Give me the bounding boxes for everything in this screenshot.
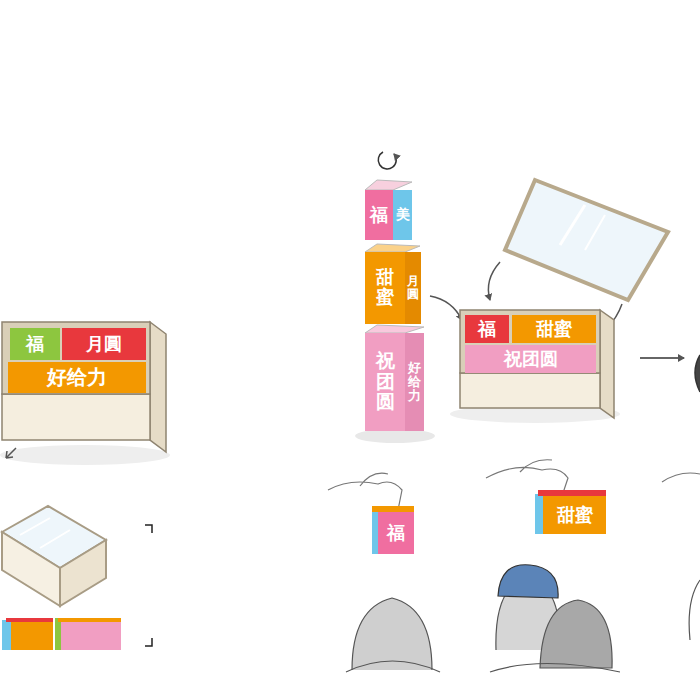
box-top — [460, 310, 600, 373]
shoulders — [490, 664, 620, 673]
block-label: 福 — [478, 317, 496, 341]
head — [540, 600, 612, 668]
bracket — [145, 638, 152, 646]
cut-off-figure — [689, 580, 700, 640]
shadow — [0, 445, 170, 465]
block-label: 甜蜜 — [557, 503, 593, 527]
box-front — [2, 394, 150, 440]
block-label: 甜蜜 — [376, 268, 394, 308]
glass-box-side — [60, 540, 106, 606]
glass-reflection — [560, 205, 585, 245]
block-face: 甜蜜 — [365, 252, 405, 324]
hand-sketch — [662, 473, 700, 482]
box-top — [2, 322, 150, 394]
glass-reflection — [585, 215, 605, 250]
glass-reflection — [20, 518, 50, 535]
block-top — [365, 244, 420, 252]
block-label: 福 — [26, 332, 44, 356]
block-top — [365, 325, 424, 333]
bracket — [145, 525, 152, 533]
block-label: 月圓 — [407, 275, 419, 301]
tile: 甜蜜 — [512, 315, 596, 343]
block-face: 福 — [378, 512, 414, 554]
shadow — [355, 429, 435, 443]
tile: 福 — [465, 315, 509, 343]
block-end — [535, 494, 543, 534]
bar-orange — [11, 622, 53, 650]
bar-pink — [61, 622, 121, 650]
arrow — [640, 357, 684, 359]
glass-lid — [505, 180, 668, 300]
block-label: 月圓 — [86, 332, 122, 356]
block-label: 好给力 — [408, 361, 421, 404]
tile: 好给力 — [8, 362, 146, 393]
box-side — [150, 322, 166, 452]
arrow — [488, 262, 500, 300]
block-label: 美 — [396, 207, 410, 222]
bar-top — [58, 618, 121, 622]
block-side: 月圓 — [405, 252, 421, 324]
bar-top — [6, 618, 53, 622]
block-label: 福 — [370, 203, 388, 227]
cap — [498, 565, 558, 598]
glass-box-front — [2, 532, 60, 606]
box-front — [460, 373, 600, 408]
block-face: 祝团圆 — [365, 333, 405, 431]
tile: 祝团圆 — [465, 345, 596, 373]
hand-sketch — [328, 473, 402, 510]
block-label: 祝团圆 — [504, 347, 558, 371]
arrow — [430, 296, 462, 320]
block-label: 祝团圆 — [376, 351, 395, 414]
shoulders — [346, 661, 440, 672]
block-label: 福 — [387, 521, 405, 545]
block-side: 好给力 — [405, 333, 424, 431]
bar-end — [55, 618, 61, 650]
cut-off-figure — [695, 355, 700, 392]
tile: 月圓 — [62, 328, 146, 360]
cube-top — [365, 180, 412, 190]
head — [352, 598, 432, 670]
block-face: 甜蜜 — [543, 496, 606, 534]
cube-face: 福 — [365, 190, 393, 240]
block-label: 好给力 — [47, 364, 107, 391]
bar-end — [2, 620, 11, 650]
box-side — [600, 310, 614, 418]
glass-reflection — [40, 530, 70, 548]
tile: 福 — [10, 328, 60, 360]
block-label: 甜蜜 — [536, 317, 572, 341]
arrow — [6, 448, 16, 458]
cube-side: 美 — [393, 190, 412, 240]
rotate-arrow — [378, 152, 396, 169]
